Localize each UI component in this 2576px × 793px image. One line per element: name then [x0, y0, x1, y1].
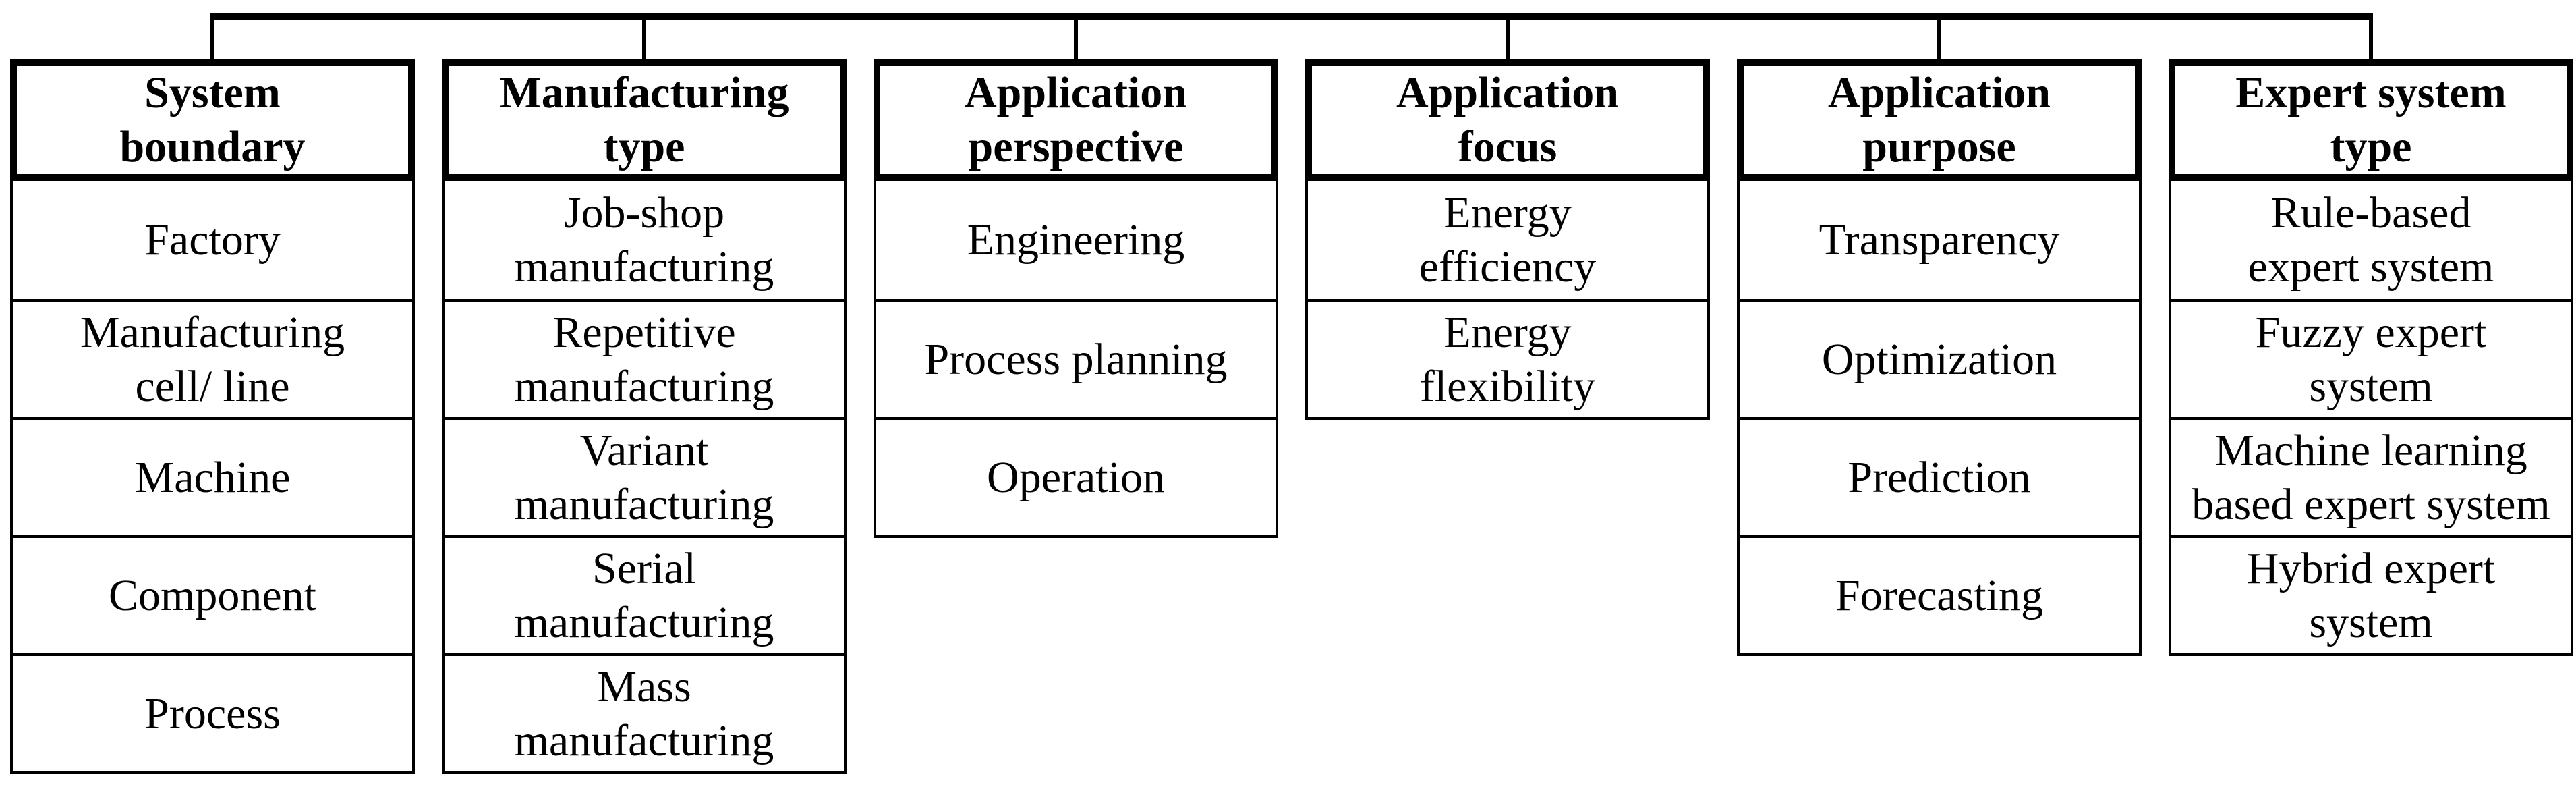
column-cell: Machine learning based expert system: [2171, 417, 2571, 535]
column-body: Energy efficiency Energy flexibility: [1305, 181, 1710, 420]
column-application-focus: Application focus Energy efficiency Ener…: [1305, 59, 1710, 420]
column-application-perspective: Application perspective Engineering Proc…: [874, 59, 1278, 538]
column-body: Rule-based expert system Fuzzy expert sy…: [2169, 181, 2573, 656]
column-expert-system-type: Expert system type Rule-based expert sys…: [2169, 59, 2573, 656]
column-cell: Operation: [876, 417, 1276, 535]
column-cell: Process planning: [876, 299, 1276, 417]
connector-drop-3: [1074, 13, 1078, 62]
column-cell: Factory: [144, 215, 281, 265]
column-cell: Process: [13, 653, 412, 771]
column-cell: Machine: [13, 417, 412, 535]
column-cell: Component: [13, 535, 412, 653]
column-cell: Mass manufacturing: [445, 653, 844, 771]
column-manufacturing-type: Manufacturing type Job-shop manufacturin…: [442, 59, 847, 774]
column-cell: Transparency: [1819, 215, 2060, 265]
column-cell: Prediction: [1740, 417, 2139, 535]
column-cell: Forecasting: [1740, 535, 2139, 653]
connector-drop-1: [210, 13, 214, 62]
column-cell: Energy efficiency: [1419, 188, 1597, 292]
column-header: System boundary: [10, 59, 415, 181]
column-cell: Engineering: [967, 215, 1185, 265]
column-cell: Variant manufacturing: [445, 417, 844, 535]
column-cell: Rule-based expert system: [2248, 188, 2494, 292]
column-header: Application focus: [1305, 59, 1710, 181]
connector-drop-2: [642, 13, 646, 62]
column-cell: Manufacturing cell/ line: [13, 299, 412, 417]
connector-drop-4: [1506, 13, 1510, 62]
column-body: Transparency Optimization Prediction For…: [1737, 181, 2142, 656]
connector-line: [212, 13, 2371, 20]
column-header: Manufacturing type: [442, 59, 847, 181]
column-body: Engineering Process planning Operation: [874, 181, 1278, 538]
column-header: Application perspective: [874, 59, 1278, 181]
column-cell: Fuzzy expert system: [2171, 299, 2571, 417]
column-system-boundary: System boundary Factory Manufacturing ce…: [10, 59, 415, 774]
column-cell: Optimization: [1740, 299, 2139, 417]
column-cell: Job-shop manufacturing: [514, 188, 774, 292]
column-cell: Repetitive manufacturing: [445, 299, 844, 417]
column-cell: Energy flexibility: [1308, 299, 1707, 417]
column-body: Factory Manufacturing cell/ line Machine…: [10, 181, 415, 774]
connector-drop-6: [2369, 13, 2373, 62]
column-cell: Serial manufacturing: [445, 535, 844, 653]
connector-drop-5: [1937, 13, 1941, 62]
column-header: Application purpose: [1737, 59, 2142, 181]
column-body: Job-shop manufacturing Repetitive manufa…: [442, 181, 847, 774]
column-cell: Hybrid expert system: [2171, 535, 2571, 653]
column-header: Expert system type: [2169, 59, 2573, 181]
column-application-purpose: Application purpose Transparency Optimiz…: [1737, 59, 2142, 656]
